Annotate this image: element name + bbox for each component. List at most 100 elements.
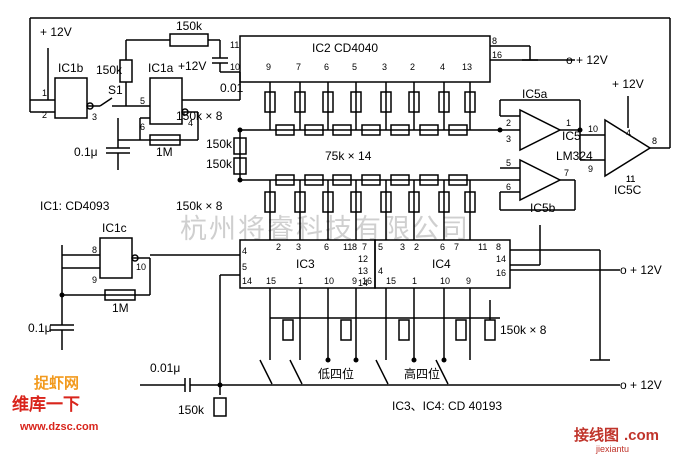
label-ic3: IC3: [296, 257, 315, 271]
label-ic34-type: IC3、IC4: CD 40193: [392, 399, 502, 413]
svg-text:13: 13: [358, 266, 368, 276]
svg-text:3: 3: [296, 242, 301, 252]
label-vcc-ic5: + 12V: [612, 77, 644, 91]
svg-text:15: 15: [386, 276, 396, 286]
svg-text:5: 5: [378, 242, 383, 252]
svg-text:4: 4: [626, 128, 631, 138]
label-ic2: IC2 CD4040: [312, 41, 378, 55]
label-c001-top: 0.01: [220, 81, 244, 95]
svg-text:7: 7: [564, 168, 569, 178]
svg-text:9: 9: [352, 276, 357, 286]
svg-text:4: 4: [440, 62, 445, 72]
label-vcc-ic4: o + 12V: [620, 263, 662, 277]
svg-text:5: 5: [140, 96, 145, 106]
svg-text:14: 14: [358, 278, 368, 288]
svg-text:www.dzsc.com: www.dzsc.com: [19, 421, 99, 433]
svg-text:11: 11: [230, 40, 239, 50]
svg-text:11: 11: [626, 174, 635, 184]
svg-text:16: 16: [496, 268, 506, 278]
label-r1m-c: 1M: [112, 301, 129, 315]
svg-text:2: 2: [42, 110, 47, 120]
svg-text:3: 3: [506, 134, 511, 144]
svg-text:14: 14: [496, 254, 506, 264]
svg-text:jiexiantu: jiexiantu: [595, 444, 629, 454]
label-ic1-type: IC1: CD4093: [40, 199, 110, 213]
svg-text:10: 10: [324, 276, 334, 286]
svg-text:2: 2: [276, 242, 281, 252]
svg-text:.com: .com: [624, 427, 659, 444]
svg-text:4: 4: [242, 246, 247, 256]
label-r150k-x8-mid: 150k × 8: [176, 199, 223, 213]
svg-text:2: 2: [410, 62, 415, 72]
svg-text:11: 11: [626, 174, 635, 184]
label-ic1b: IC1b: [58, 61, 84, 75]
label-high-nibble: 高四位: [404, 366, 440, 381]
svg-text:5: 5: [242, 262, 247, 272]
dzsc-logo: 捉虾网 维库一下 www.dzsc.com: [12, 374, 99, 433]
svg-text:8: 8: [492, 36, 497, 46]
label-s1: S1: [108, 83, 123, 97]
svg-text:3: 3: [92, 112, 97, 122]
svg-text:8: 8: [652, 136, 657, 146]
svg-text:10: 10: [588, 124, 598, 134]
svg-text:7: 7: [362, 242, 367, 252]
svg-text:14: 14: [242, 276, 252, 286]
label-r150k-top: 150k: [176, 19, 203, 33]
svg-text:8: 8: [92, 245, 97, 255]
svg-text:维库一下: 维库一下: [12, 394, 80, 414]
svg-text:11: 11: [343, 242, 352, 252]
svg-text:3: 3: [400, 242, 405, 252]
svg-text:6: 6: [324, 62, 329, 72]
svg-text:6: 6: [440, 242, 445, 252]
svg-text:9: 9: [92, 275, 97, 285]
svg-text:8: 8: [496, 242, 501, 252]
label-vcc-ic1a: +12V: [178, 59, 206, 73]
label-r150k-b: 150k: [206, 157, 233, 171]
svg-text:1: 1: [298, 276, 303, 286]
svg-text:5: 5: [352, 62, 357, 72]
svg-text:4: 4: [378, 266, 383, 276]
label-r150k-bot: 150k: [178, 403, 205, 417]
svg-text:捉虾网: 捉虾网: [34, 374, 79, 392]
svg-text:11: 11: [478, 242, 487, 252]
svg-text:6: 6: [506, 182, 511, 192]
svg-text:1: 1: [566, 118, 571, 128]
label-r150k-s1: 150k: [96, 63, 123, 77]
label-vcc-pin16: o + 12V: [566, 53, 608, 67]
label-c001u-bot: 0.01μ: [150, 361, 180, 375]
svg-text:10: 10: [440, 276, 450, 286]
svg-text:3: 3: [382, 62, 387, 72]
svg-text:9: 9: [466, 276, 471, 286]
svg-text:9: 9: [588, 164, 593, 174]
label-r75k-x14: 75k × 14: [325, 149, 372, 163]
wiring: [29, 17, 671, 417]
junction-dots: [59, 127, 583, 388]
svg-text:2: 2: [414, 242, 419, 252]
svg-text:9: 9: [266, 62, 271, 72]
pin-numbers: 9 7 6 5 3 2 4 13 11 10 8 16 1 2 3 5 6 4 …: [42, 36, 657, 288]
svg-text:15: 15: [266, 276, 276, 286]
svg-text:1: 1: [42, 88, 47, 98]
label-lm324: LM324: [556, 149, 593, 163]
svg-text:2: 2: [506, 118, 511, 128]
label-vcc-left: + 12V: [40, 25, 72, 39]
svg-text:16: 16: [362, 276, 372, 286]
svg-text:12: 12: [358, 254, 368, 264]
label-ic5: IC5: [562, 129, 581, 143]
label-vcc-bottom: o + 12V: [620, 378, 662, 392]
svg-text:8: 8: [352, 242, 357, 252]
label-ic5c: IC5C: [614, 183, 642, 197]
label-ic5b: IC5b: [530, 201, 556, 215]
label-r150k-a: 150k: [206, 137, 233, 151]
svg-text:4: 4: [188, 118, 193, 128]
label-r150k-x8-top: 150k × 8: [176, 109, 223, 123]
label-ic1a: IC1a: [148, 61, 174, 75]
svg-text:10: 10: [230, 62, 240, 72]
svg-text:6: 6: [140, 122, 145, 132]
svg-text:7: 7: [454, 242, 459, 252]
svg-text:16: 16: [492, 50, 502, 60]
svg-text:10: 10: [136, 262, 146, 272]
jiexiantu-logo: 接线图 .com jiexiantu: [574, 426, 659, 454]
svg-text:5: 5: [506, 158, 511, 168]
label-low-nibble: 低四位: [318, 366, 354, 381]
